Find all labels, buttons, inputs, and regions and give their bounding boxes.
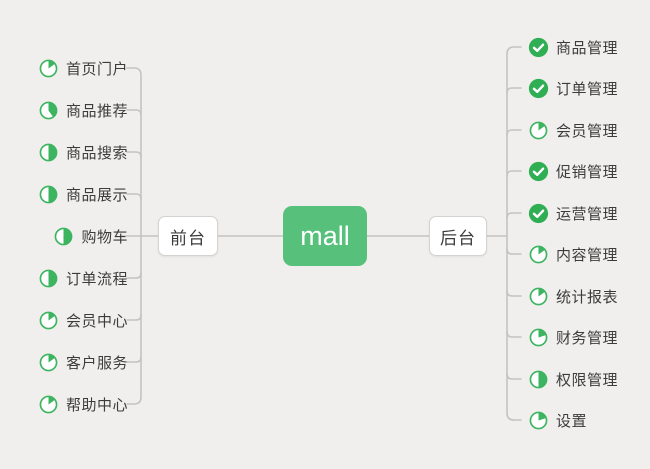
topic-row-back-9[interactable]: 设置 bbox=[528, 407, 587, 433]
topic-row-back-2[interactable]: 会员管理 bbox=[528, 117, 618, 143]
topic-label: 购物车 bbox=[81, 228, 128, 246]
topic-label: 权限管理 bbox=[556, 371, 619, 389]
topic-label: 运营管理 bbox=[556, 205, 619, 223]
topic-label: 客户服务 bbox=[65, 354, 128, 372]
topic-row-front-2[interactable]: 商品搜索 bbox=[38, 139, 128, 165]
topic-row-front-1[interactable]: 商品推荐 bbox=[38, 97, 128, 123]
check-icon bbox=[528, 161, 549, 182]
progress-pie-icon bbox=[528, 327, 549, 348]
mindmap-root-node[interactable]: mall bbox=[283, 206, 367, 266]
topic-label: 会员管理 bbox=[556, 122, 619, 140]
topic-label: 商品展示 bbox=[65, 186, 128, 204]
topic-label: 商品推荐 bbox=[65, 102, 128, 120]
progress-pie-icon bbox=[53, 226, 74, 247]
progress-pie-icon bbox=[528, 286, 549, 307]
check-icon bbox=[528, 78, 549, 99]
progress-pie-icon bbox=[38, 184, 59, 205]
topic-label: 订单流程 bbox=[65, 270, 128, 288]
topic-row-front-6[interactable]: 会员中心 bbox=[38, 307, 128, 333]
back-branch-node[interactable]: 后台 bbox=[429, 216, 487, 256]
topic-label: 商品管理 bbox=[556, 39, 619, 57]
topic-row-front-5[interactable]: 订单流程 bbox=[38, 265, 128, 291]
front-branch-node[interactable]: 前台 bbox=[158, 216, 218, 256]
progress-pie-icon bbox=[528, 120, 549, 141]
progress-pie-icon bbox=[528, 410, 549, 431]
progress-pie-icon bbox=[38, 58, 59, 79]
topic-label: 促销管理 bbox=[556, 163, 619, 181]
progress-pie-icon bbox=[38, 352, 59, 373]
progress-pie-icon bbox=[38, 142, 59, 163]
progress-pie-icon bbox=[38, 100, 59, 121]
topic-row-back-5[interactable]: 内容管理 bbox=[528, 241, 618, 267]
check-icon bbox=[528, 37, 549, 58]
topic-label: 订单管理 bbox=[556, 80, 619, 98]
check-icon bbox=[528, 203, 549, 224]
topic-label: 设置 bbox=[556, 412, 588, 430]
topic-row-front-7[interactable]: 客户服务 bbox=[38, 349, 128, 375]
progress-pie-icon bbox=[38, 310, 59, 331]
topic-label: 首页门户 bbox=[65, 60, 128, 78]
topic-row-back-7[interactable]: 财务管理 bbox=[528, 324, 618, 350]
topic-label: 内容管理 bbox=[556, 246, 619, 264]
progress-pie-icon bbox=[38, 268, 59, 289]
topic-label: 会员中心 bbox=[65, 312, 128, 330]
progress-pie-icon bbox=[38, 394, 59, 415]
topic-row-back-1[interactable]: 订单管理 bbox=[528, 75, 618, 101]
topic-row-back-0[interactable]: 商品管理 bbox=[528, 34, 618, 60]
topic-row-back-6[interactable]: 统计报表 bbox=[528, 283, 618, 309]
topic-label: 帮助中心 bbox=[65, 396, 128, 414]
topic-row-front-8[interactable]: 帮助中心 bbox=[38, 391, 128, 417]
topic-row-front-3[interactable]: 商品展示 bbox=[38, 181, 128, 207]
topic-row-front-4[interactable]: 购物车 bbox=[53, 223, 128, 249]
topic-label: 财务管理 bbox=[556, 329, 619, 347]
topic-row-front-0[interactable]: 首页门户 bbox=[38, 55, 128, 81]
topic-label: 统计报表 bbox=[556, 288, 619, 306]
topic-label: 商品搜索 bbox=[65, 144, 128, 162]
topic-row-back-3[interactable]: 促销管理 bbox=[528, 158, 618, 184]
progress-pie-icon bbox=[528, 244, 549, 265]
topic-row-back-8[interactable]: 权限管理 bbox=[528, 366, 618, 392]
progress-pie-icon bbox=[528, 369, 549, 390]
topic-row-back-4[interactable]: 运营管理 bbox=[528, 200, 618, 226]
